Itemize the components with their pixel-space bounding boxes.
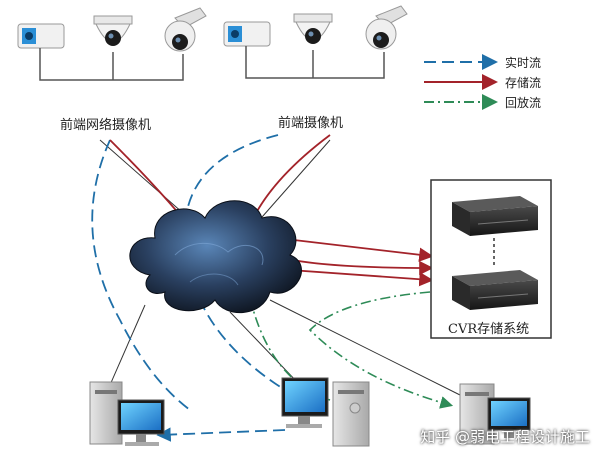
network-cloud-icon (129, 200, 302, 313)
ptz-camera-icon (164, 7, 207, 52)
legend-label-storage: 存储流 (505, 76, 542, 90)
box-camera-icon (17, 23, 65, 49)
dome-camera-icon (93, 15, 133, 46)
cvr-storage-system (430, 179, 552, 339)
box-camera-icon (223, 21, 271, 47)
network-links (99, 139, 461, 396)
legend (424, 54, 498, 110)
ptz-camera-icon (365, 5, 408, 50)
dome-camera-icon (293, 13, 333, 44)
watermark-text: 知乎 @弱电工程设计施工 (420, 428, 590, 446)
camera-group-1 (17, 7, 207, 81)
label-cvr-storage: CVR存储系统 (448, 322, 530, 337)
client-pc-right (459, 383, 531, 445)
camera-group-2 (223, 5, 408, 79)
server-icon (452, 270, 538, 310)
client-pc-center (281, 377, 370, 447)
legend-label-realtime: 实时流 (505, 56, 542, 70)
server-icon (452, 196, 538, 236)
label-front-network-cameras: 前端网络摄像机 (60, 118, 152, 133)
label-front-cameras: 前端摄像机 (278, 116, 344, 131)
legend-label-playback: 回放流 (505, 96, 542, 110)
client-pc-left (89, 381, 165, 446)
